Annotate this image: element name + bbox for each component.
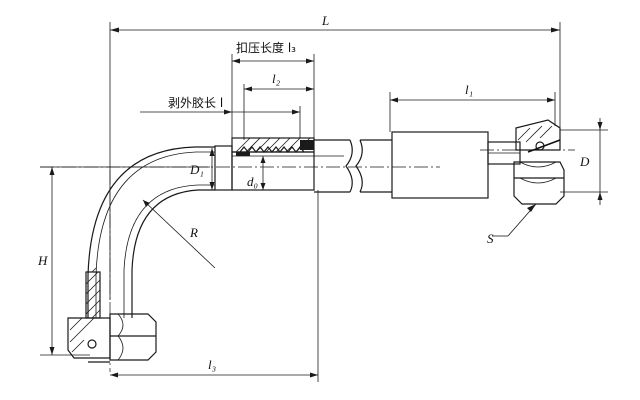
- label-R: R: [189, 225, 198, 240]
- dimension-L: L: [109, 13, 561, 300]
- dimension-l1: l₁: [389, 82, 556, 132]
- dimension-D: D: [560, 118, 608, 205]
- label-d0: d₀: [247, 174, 258, 189]
- dimension-H: H: [37, 166, 210, 356]
- right-fitting: [391, 119, 565, 205]
- dimension-l2: l₂: [243, 71, 314, 140]
- hose-body: [314, 139, 392, 193]
- dimension-S: S: [487, 203, 537, 246]
- label-D: D: [579, 154, 590, 169]
- label-l3-bottom: l₃: [208, 357, 216, 372]
- left-crimp-sleeve: [214, 137, 344, 191]
- bent-tube: [87, 146, 215, 318]
- label-l1: l₁: [465, 82, 473, 97]
- label-strip-length: 剥外胶长 l: [168, 95, 223, 110]
- label-D1: D₁: [189, 162, 204, 177]
- radius-R: R: [142, 199, 216, 269]
- dimension-D1: D₁: [189, 148, 215, 190]
- label-L: L: [321, 13, 329, 28]
- dimension-d0: d₀: [247, 156, 266, 190]
- dimension-crimp-length: 扣压长度 l₃: [231, 40, 315, 150]
- label-l2: l₂: [272, 71, 281, 86]
- label-S: S: [487, 231, 494, 246]
- dimension-strip-length: 剥外胶长 l: [140, 95, 301, 138]
- label-crimp-length: 扣压长度 l₃: [236, 40, 296, 55]
- label-H: H: [37, 253, 48, 268]
- bottom-fitting: [67, 271, 157, 363]
- dimension-l3-bottom: l₃: [110, 190, 319, 382]
